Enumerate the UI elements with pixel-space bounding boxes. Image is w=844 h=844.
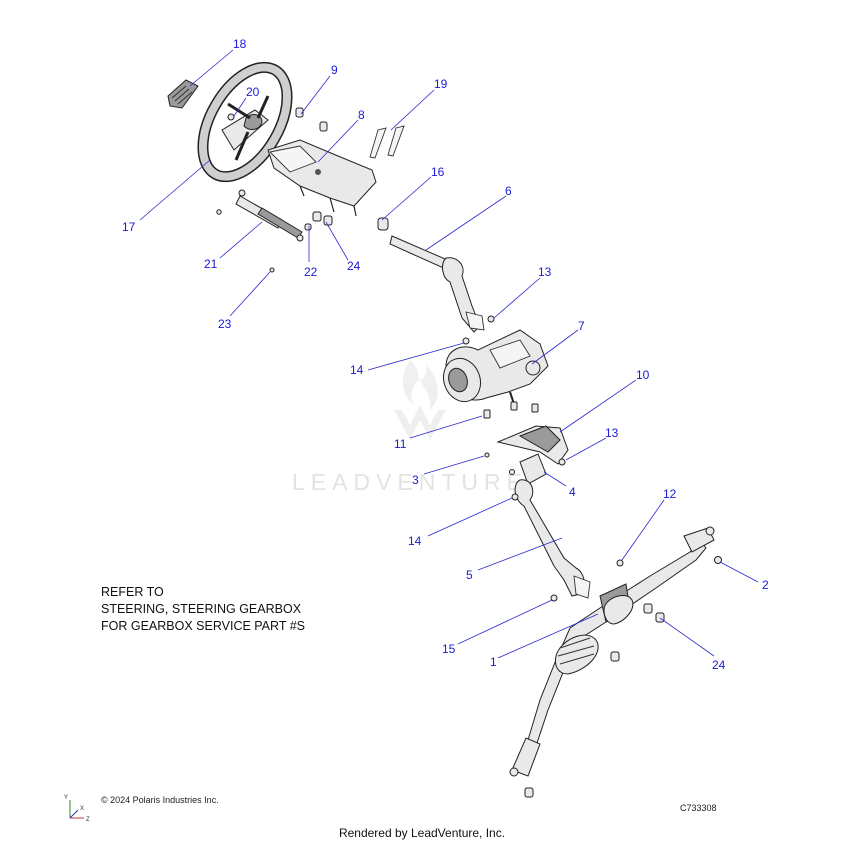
- callout-17: 17: [122, 220, 136, 234]
- callout-21: 21: [204, 257, 218, 271]
- copyright-text: © 2024 Polaris Industries Inc.: [101, 795, 219, 805]
- axis-x-label: X: [80, 806, 84, 812]
- callout-6: 6: [505, 184, 512, 198]
- callout-15: 15: [442, 642, 456, 656]
- upper-shaft: [389, 235, 485, 333]
- callout-9: 9: [331, 63, 338, 77]
- callout-1: 1: [490, 655, 497, 669]
- note-line-2: STEERING, STEERING GEARBOX: [101, 602, 302, 616]
- callout-22: 22: [304, 265, 318, 279]
- bolt-13b: [558, 458, 566, 466]
- bolt-12: [616, 559, 624, 567]
- callout-14: 14: [350, 363, 364, 377]
- callout-11: 11: [394, 437, 407, 451]
- note-line-1: REFER TO: [101, 585, 164, 599]
- leader-lines: [139, 49, 759, 659]
- callout-3: 3: [412, 473, 419, 487]
- callout-2: 2: [762, 578, 769, 592]
- callout-14b: 14: [408, 534, 422, 548]
- axis-z-label: Z: [86, 817, 90, 823]
- watermark-text: LEADVENTURE: [292, 469, 528, 495]
- nut-15: [550, 594, 558, 602]
- note-line-3: FOR GEARBOX SERVICE PART #S: [101, 619, 305, 633]
- callout-4: 4: [569, 485, 576, 499]
- gas-strut: [235, 189, 304, 242]
- nut-2: [714, 556, 722, 564]
- callout-13b: 13: [605, 426, 619, 440]
- eps-unit: [442, 329, 549, 405]
- wheel-nut: [227, 113, 235, 121]
- rendered-by-footer: Rendered by LeadVenture, Inc.: [338, 826, 506, 840]
- steering-wheel: [197, 61, 293, 183]
- strut-pin: [216, 209, 222, 215]
- callout-23: 23: [218, 317, 232, 331]
- column-bracket: [267, 139, 377, 217]
- callout-18: 18: [233, 37, 247, 51]
- clip-23: [269, 267, 275, 273]
- callout-24b: 24: [712, 658, 726, 672]
- steering-rack: [509, 526, 715, 777]
- callout-13: 13: [538, 265, 552, 279]
- gearbox-note: REFER TO STEERING, STEERING GEARBOX FOR GE…: [101, 584, 305, 635]
- callout-12: 12: [663, 487, 677, 501]
- nut-14b: [511, 493, 519, 501]
- callout-8: 8: [358, 108, 365, 122]
- nut-14: [462, 337, 470, 345]
- watermark-logo: [394, 360, 446, 440]
- washer: [509, 469, 515, 475]
- callout-7: 7: [578, 319, 585, 333]
- horn-cap: [167, 79, 199, 109]
- callout-24: 24: [347, 259, 361, 273]
- callouts: 18 9 20 19 8 16 17 6 21 22 24 13 23 7 14…: [122, 37, 769, 672]
- callout-10: 10: [636, 368, 650, 382]
- bolts: [369, 125, 405, 159]
- spacers: [295, 107, 328, 132]
- diagram-code: C733308: [680, 803, 717, 813]
- axis-triad: Y X Z: [64, 795, 90, 823]
- axis-y-label: Y: [64, 795, 68, 801]
- plate: [519, 453, 547, 485]
- mount-bracket: [496, 425, 569, 465]
- callout-16: 16: [431, 165, 445, 179]
- mount-bolts: [483, 401, 539, 419]
- callout-5: 5: [466, 568, 473, 582]
- bushing: [377, 217, 389, 231]
- bolt-3: [484, 452, 490, 458]
- callout-20: 20: [246, 85, 260, 99]
- lower-shaft: [514, 479, 591, 599]
- bolt-13: [487, 315, 495, 323]
- callout-19: 19: [434, 77, 448, 91]
